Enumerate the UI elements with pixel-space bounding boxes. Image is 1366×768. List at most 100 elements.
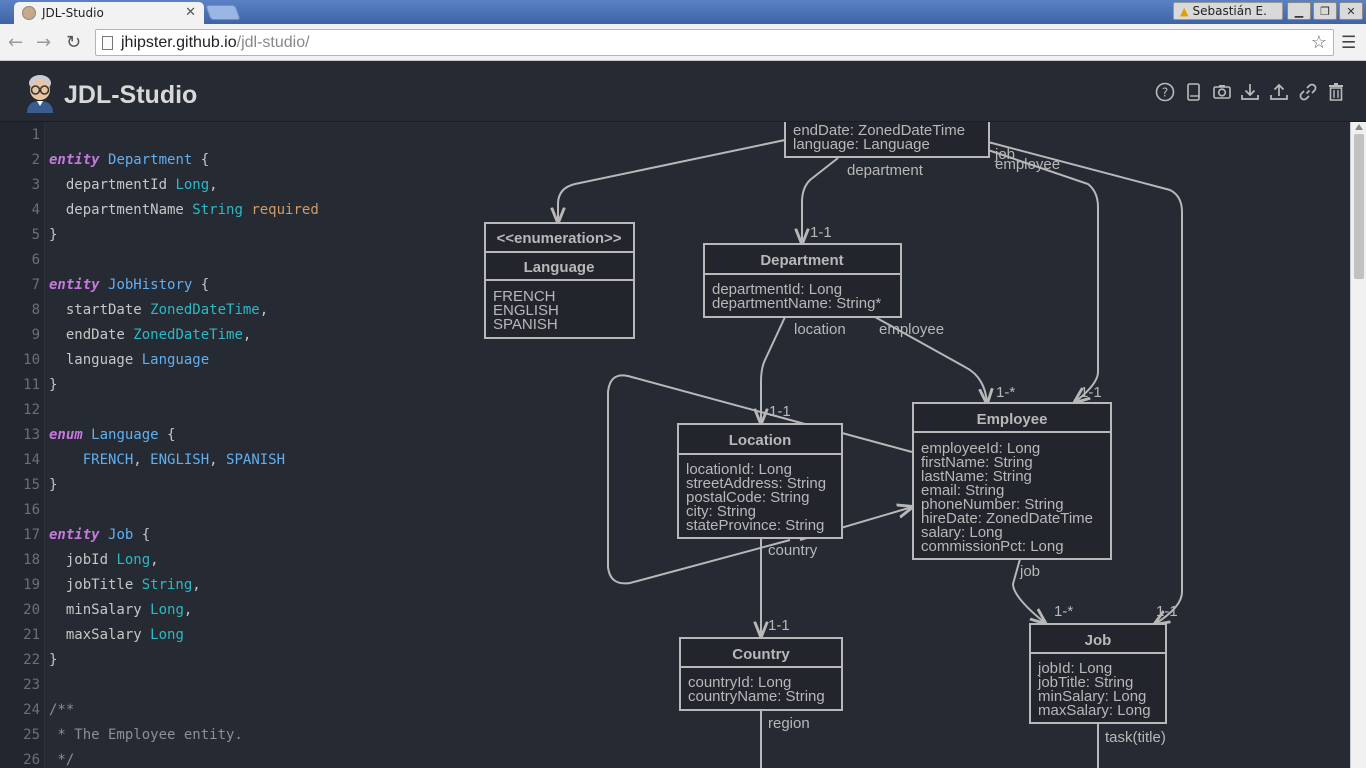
line-number: 20 [23,602,40,618]
code-token: Long [150,627,184,643]
code-token: , [183,602,193,618]
line-number: 15 [23,477,40,493]
download-icon[interactable] [1239,81,1261,103]
country-field: countryId: Long [688,674,791,691]
scrollbar-thumb[interactable] [1354,134,1364,279]
relation-label: location [794,321,846,338]
line-number: 26 [23,752,40,768]
code-token: , [209,177,218,193]
line-number-gutter [0,122,45,768]
reload-icon[interactable]: ↻ [66,32,82,53]
code-token: , [133,452,151,468]
line-number: 6 [31,252,40,268]
code-token: */ [49,752,75,768]
camera-icon[interactable] [1211,81,1233,103]
employee-field: salary: Long [921,524,1003,541]
location-field: city: String [686,503,756,520]
employee-field: firstName: String [921,454,1033,471]
browser-tab[interactable]: JDL-Studio ✕ [14,2,204,24]
vertical-scrollbar[interactable] [1350,122,1366,768]
close-tab-icon[interactable]: ✕ [185,5,196,20]
address-bar[interactable]: jhipster.github.io/jdl-studio/ ☆ [95,29,1334,56]
book-icon[interactable] [1182,81,1204,103]
code-token: maxSalary [49,627,151,643]
code-token: String [141,577,193,593]
code-token: Long [150,602,184,618]
code-token: Long [175,177,210,193]
browser-menu-icon[interactable]: ☰ [1341,33,1357,53]
back-arrow-icon[interactable]: ← [8,32,24,53]
line-code: language Language [49,348,209,373]
code-token: } [49,227,58,243]
code-token: Language [141,352,210,368]
line-number: 21 [23,627,40,643]
department-entity-name: Department [760,252,843,269]
code-token: ZonedDateTime [150,302,260,318]
bookmark-star-icon[interactable]: ☆ [1310,32,1327,52]
code-token: FRENCH [82,452,134,468]
cardinality-label: 1-1 [1080,384,1102,401]
line-code: departmentId Long, [49,173,218,198]
code-token: required [251,202,319,218]
warning-icon: ▲ [1180,4,1189,18]
scroll-up-arrow-icon[interactable] [1355,124,1363,130]
line-code: FRENCH, ENGLISH, SPANISH [49,448,285,473]
code-token: entity [49,277,100,293]
line-number: 3 [31,177,40,193]
line-code: enum Language { [49,423,175,448]
profile-button[interactable]: ▲ Sebastián E. [1173,2,1283,20]
line-code: startDate ZonedDateTime, [49,298,268,323]
code-token: , [150,552,159,568]
line-number: 2 [31,152,40,168]
jhipster-logo-icon [27,75,53,113]
line-code: } [49,373,57,398]
code-token: , [209,452,227,468]
line-number: 5 [31,227,40,243]
entity-diagram: endDate: ZonedDateTime language: Languag… [484,122,1183,768]
maximize-icon[interactable]: ❐ [1313,2,1337,20]
line-number: 14 [23,452,40,468]
profile-name: Sebastián E. [1192,4,1267,18]
minimize-icon[interactable]: ▁ [1287,2,1311,20]
trash-icon[interactable] [1325,81,1347,103]
employee-field: lastName: String [921,468,1032,485]
jhipster-favicon-icon [22,6,36,20]
relation-label: job [1019,563,1040,580]
code-token: Language [91,427,159,443]
code-token: ENGLISH [150,452,210,468]
code-token: , [242,327,252,343]
employee-field: employeeId: Long [921,440,1040,457]
code-token: Job [108,527,134,543]
cardinality-label: 1-1 [769,403,791,420]
line-number: 24 [23,702,40,718]
location-field: streetAddress: String [686,475,826,492]
code-token: , [259,302,269,318]
employee-field: commissionPct: Long [921,538,1064,555]
close-window-icon[interactable]: ✕ [1339,2,1363,20]
line-code: departmentName String required [49,198,319,223]
code-token: jobId [49,552,117,568]
line-number: 25 [23,727,40,743]
code-token: entity [49,152,100,168]
code-token: , [192,577,201,593]
job-entity-name: Job [1085,632,1112,649]
location-field: stateProvince: String [686,517,824,534]
help-icon[interactable]: ? [1154,81,1176,103]
partial-box-line: endDate: ZonedDateTime [793,122,965,139]
line-number: 13 [23,427,40,443]
code-token: { [133,527,151,543]
code-token: minSalary [49,602,151,618]
line-number: 12 [23,402,40,418]
code-token: { [192,277,210,293]
forward-arrow-icon[interactable]: → [36,32,52,53]
line-code: entity Department { [49,148,209,173]
code-token: { [192,152,210,168]
line-code: entity Job { [49,523,150,548]
upload-icon[interactable] [1268,81,1290,103]
code-token: jobTitle [49,577,142,593]
line-number: 8 [31,302,40,318]
new-tab-button[interactable] [205,5,241,20]
link-icon[interactable] [1297,81,1319,103]
app-title: JDL-Studio [64,81,198,109]
